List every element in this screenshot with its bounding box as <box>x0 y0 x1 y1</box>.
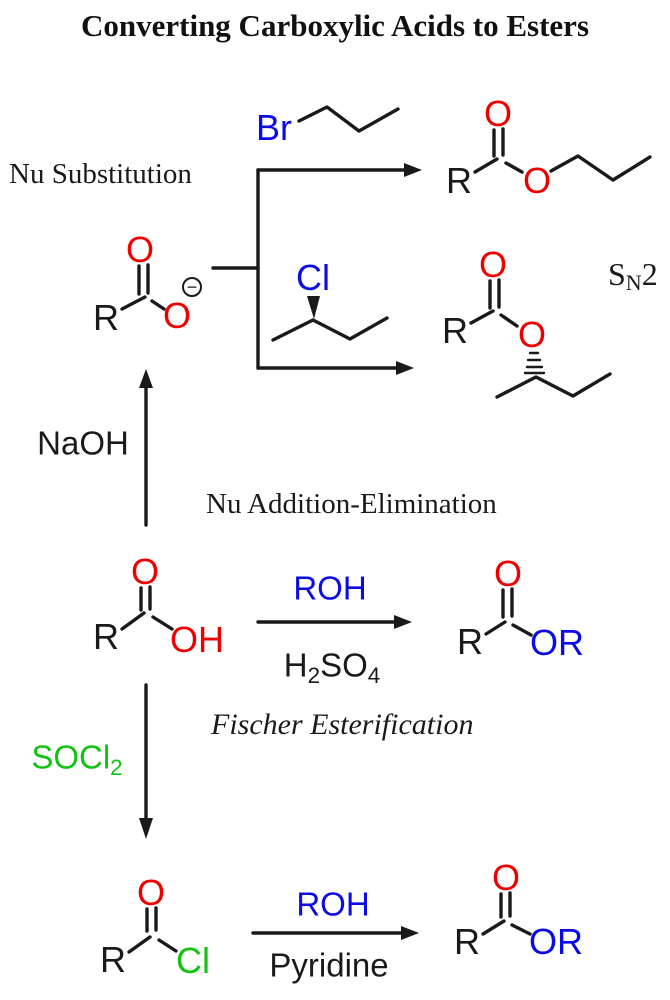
sn2-base: S <box>608 256 626 292</box>
acid-bonds <box>120 585 174 631</box>
label-fischer-esterification: Fischer Esterification <box>211 708 474 741</box>
acid-chloride-Cl: Cl <box>176 940 210 981</box>
acid-chloride-O-carbonyl: O <box>136 872 166 913</box>
sn2-tail: 2 <box>641 256 658 292</box>
acid-R: R <box>93 616 119 657</box>
ester-ror-bottom-OR: OR <box>529 921 583 962</box>
label-nu-substitution: Nu Substitution <box>9 158 192 190</box>
acid-OH: OH <box>170 619 224 660</box>
ester-propyl-R: R <box>446 160 472 201</box>
socl2-base: SOCl <box>31 738 111 776</box>
h2so4-h: H <box>283 646 308 684</box>
acid-chloride-R: R <box>100 939 126 980</box>
reagent-h2so4: H2SO4 <box>284 649 381 688</box>
ester-propyl-bonds <box>473 127 652 182</box>
ester-ror-bottom-R: R <box>454 921 480 962</box>
sn2-subscript: N <box>625 269 642 295</box>
bromopropane-bonds <box>297 105 400 133</box>
socl2-arrow <box>139 683 153 839</box>
fischer-arrow <box>256 615 412 629</box>
label-nu-addition-elimination: Nu Addition-Elimination <box>206 488 497 520</box>
chlorobutane-bonds <box>271 296 389 342</box>
arrow-to-propyl-ester <box>256 163 422 177</box>
carboxylate-O-anion: O <box>162 295 192 336</box>
acid-chloride-bonds <box>127 906 178 954</box>
ester-secbutyl-O-carbonyl: O <box>478 244 508 285</box>
reagent-socl2: SOCl2 <box>31 741 122 780</box>
h2so4-sub4: 4 <box>367 662 381 688</box>
reagent-naoh: NaOH <box>37 424 129 462</box>
minus-charge-icon: − <box>182 277 202 297</box>
carboxylate-O-carbonyl: O <box>125 229 155 270</box>
pyridine-arrow <box>251 926 419 940</box>
carboxylate-bonds <box>120 263 166 311</box>
hashed-wedge <box>523 351 546 375</box>
reagent-pyridine: Pyridine <box>269 946 389 984</box>
acid-O-carbonyl: O <box>130 551 160 592</box>
branch-connector <box>211 168 260 370</box>
arrow-to-secbutyl-ester <box>256 361 414 375</box>
ester-ror-mid-R: R <box>457 621 483 662</box>
ester-secbutyl-bonds <box>469 278 612 399</box>
ester-ror-mid-O-carbonyl: O <box>493 553 523 594</box>
chlorobutane-Cl: Cl <box>296 257 330 298</box>
socl2-subscript: 2 <box>110 754 123 780</box>
h2so4-so: SO <box>320 646 368 684</box>
reagent-roh-top: ROH <box>293 569 367 607</box>
h2so4-sub2: 2 <box>307 662 321 688</box>
ester-ror-mid-bonds <box>484 587 533 637</box>
carboxylate-R: R <box>93 297 119 338</box>
ester-secbutyl-O-ester: O <box>517 314 547 355</box>
page-title: Converting Carboxylic Acids to Esters <box>80 8 590 43</box>
label-sn2: SN2 <box>608 256 658 296</box>
ester-secbutyl-R: R <box>442 310 468 351</box>
ester-ror-bottom-bonds <box>481 891 532 936</box>
bromopropane-Br: Br <box>256 107 292 148</box>
reagent-roh-bottom: ROH <box>296 885 370 923</box>
ester-propyl-O-carbonyl: O <box>483 93 513 134</box>
ester-ror-bottom-O-carbonyl: O <box>491 857 521 898</box>
ester-ror-mid-OR: OR <box>530 622 584 663</box>
ester-propyl-O-ester: O <box>522 160 552 201</box>
naoh-arrow <box>139 369 153 527</box>
